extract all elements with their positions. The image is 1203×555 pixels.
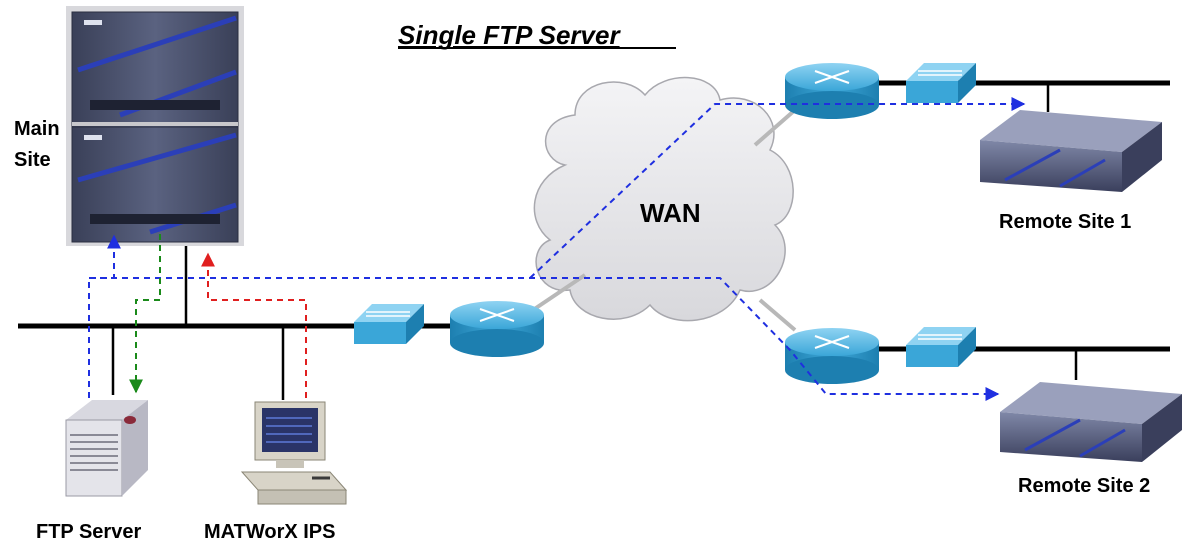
wan-link-remote2 bbox=[758, 298, 797, 332]
remote-site-2-unit bbox=[1000, 382, 1182, 462]
remote-site-1-label: Remote Site 1 bbox=[999, 211, 1131, 233]
matworx-label: MATWorX IPS bbox=[204, 521, 335, 543]
remote2-switch-icon bbox=[906, 327, 976, 367]
flow-to-remote1 bbox=[529, 97, 1026, 279]
ftp-server-label: FTP Server bbox=[36, 521, 141, 543]
flow-ftp-to-remote2 bbox=[89, 277, 1000, 401]
flow-matworx-to-main bbox=[201, 252, 307, 398]
main-switch-icon bbox=[354, 304, 424, 344]
flow-ftp-to-main bbox=[88, 234, 121, 398]
wan-label: WAN bbox=[640, 198, 701, 228]
main-router-icon bbox=[450, 301, 544, 357]
remote2-router-icon bbox=[785, 328, 879, 384]
remote-site-1-unit bbox=[980, 110, 1162, 192]
matworx-pc-icon bbox=[240, 401, 348, 505]
diagram-title: Single FTP Server bbox=[398, 20, 621, 50]
main-site-cabinet bbox=[66, 6, 244, 246]
wan-link-remote1 bbox=[753, 108, 797, 147]
main-site-label-line1: Main bbox=[14, 118, 60, 140]
wan-link-main bbox=[531, 273, 587, 312]
wan-cloud: WAN bbox=[533, 76, 794, 322]
remote1-router-icon bbox=[785, 63, 879, 119]
ftp-server-icon bbox=[65, 400, 148, 497]
flow-main-to-ftp bbox=[129, 234, 161, 394]
remote-site-2-label: Remote Site 2 bbox=[1018, 475, 1150, 497]
main-site-label-line2: Site bbox=[14, 149, 51, 171]
remote1-switch-icon bbox=[906, 63, 976, 103]
